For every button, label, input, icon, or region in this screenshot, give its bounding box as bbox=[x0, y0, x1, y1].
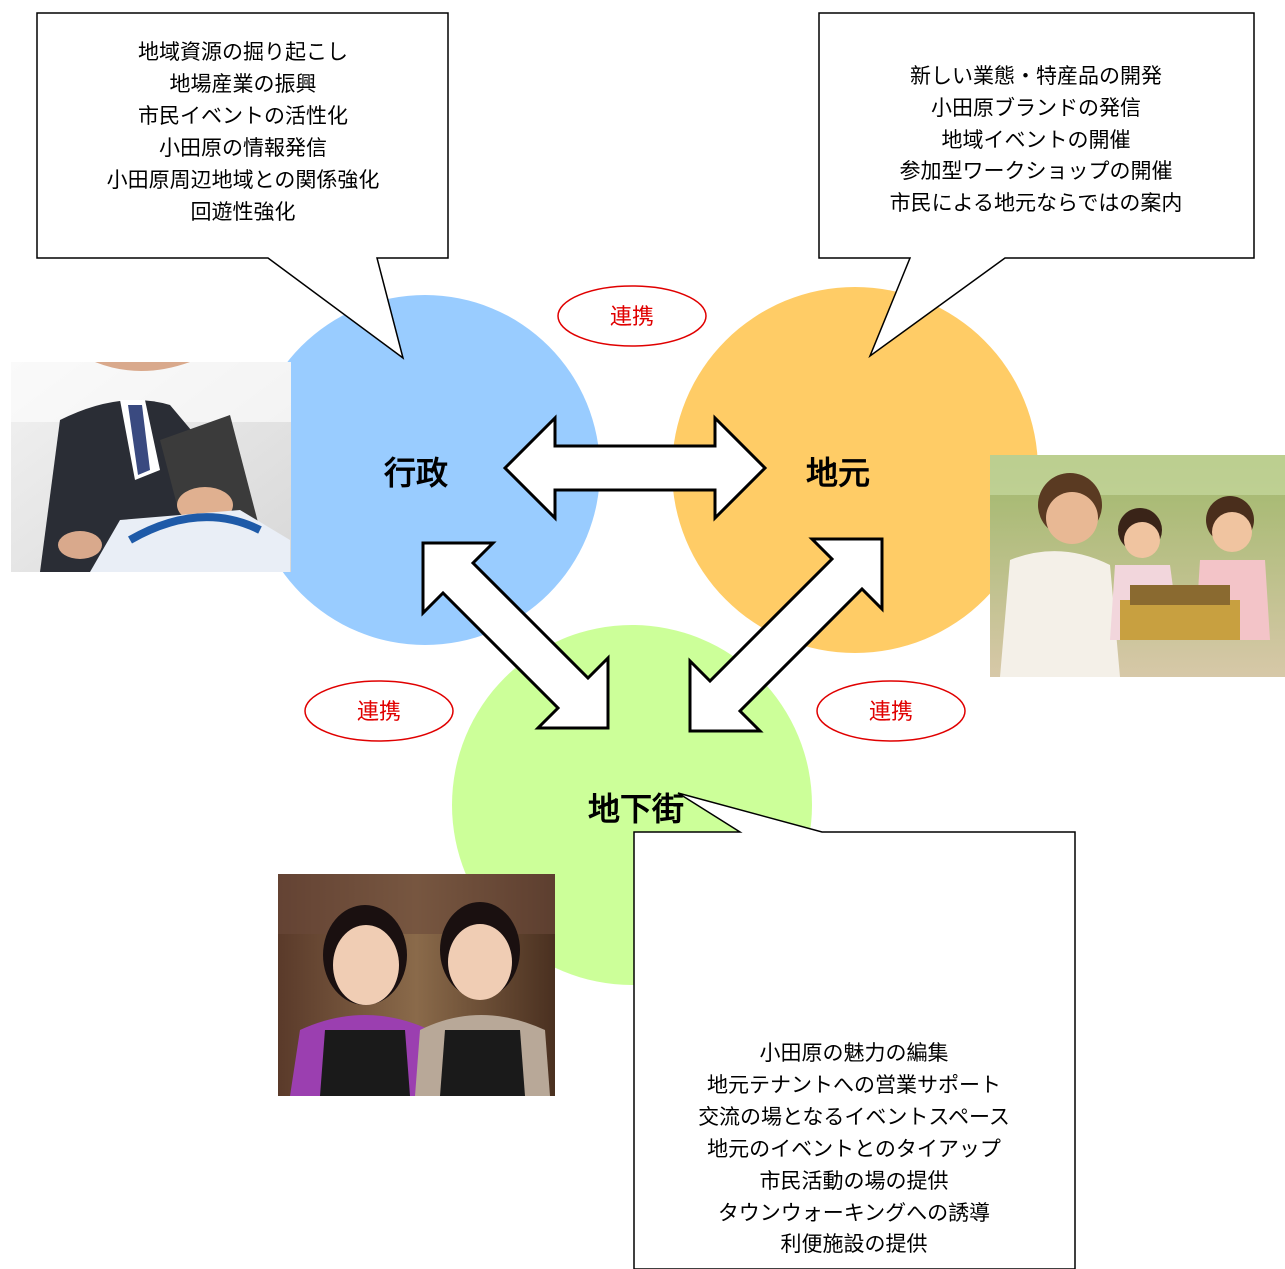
link-top: 連携 bbox=[557, 285, 707, 347]
jimoto-circle bbox=[672, 287, 1038, 653]
jimoto-callout-line: 市民による地元ならではの案内 bbox=[890, 191, 1183, 215]
gyosei-circle bbox=[250, 295, 600, 645]
chikagai-label: 地下街 bbox=[588, 790, 684, 828]
jimoto-label: 地元 bbox=[806, 454, 870, 492]
arrow-gyosei-chikagai bbox=[421, 541, 610, 730]
jimoto-callout-line: 小田原ブランドの発信 bbox=[931, 96, 1141, 120]
chikagai-callout-line: 地元のイベントとのタイアップ bbox=[707, 1137, 1001, 1161]
gyosei-callout-line: 小田原周辺地域との関係強化 bbox=[107, 168, 380, 192]
link-right-label: 連携 bbox=[869, 700, 913, 725]
arrow-jimoto-chikagai bbox=[688, 537, 884, 733]
gyosei-callout-line: 回遊性強化 bbox=[191, 200, 296, 224]
arrow-gyosei-jimoto bbox=[502, 414, 768, 522]
businessman-photo bbox=[11, 362, 291, 572]
chikagai-callout-box bbox=[633, 792, 1076, 1269]
gyosei-callout-box bbox=[36, 12, 449, 360]
family-photo bbox=[990, 455, 1285, 677]
jimoto-callout-text: 新しい業態・特産品の開発 小田原ブランドの発信 地域イベントの開催 参加型ワーク… bbox=[890, 64, 1183, 215]
chikagai-callout-line: 交流の場となるイベントスペース bbox=[698, 1105, 1010, 1129]
jimoto-callout-line: 参加型ワークショップの開催 bbox=[900, 159, 1173, 183]
gyosei-callout-line: 地場産業の振興 bbox=[170, 72, 317, 96]
link-top-label: 連携 bbox=[610, 305, 654, 330]
chikagai-callout-line: 小田原の魅力の編集 bbox=[760, 1041, 949, 1065]
jimoto-callout-line: 地域イベントの開催 bbox=[942, 128, 1131, 152]
gyosei-callout-line: 地域資源の掘り起こし bbox=[138, 40, 348, 64]
chikagai-callout-line: 地元テナントへの営業サポート bbox=[707, 1073, 1001, 1097]
jimoto-callout-line: 新しい業態・特産品の開発 bbox=[910, 64, 1162, 88]
link-right: 連携 bbox=[816, 680, 966, 742]
chikagai-callout-line: 利便施設の提供 bbox=[781, 1232, 928, 1256]
chikagai-callout-line: タウンウォーキングへの誘導 bbox=[718, 1201, 990, 1225]
shop-staff-photo bbox=[278, 874, 555, 1096]
chikagai-callout-line: 市民活動の場の提供 bbox=[760, 1169, 949, 1193]
gyosei-callout-line: 市民イベントの活性化 bbox=[138, 104, 348, 128]
gyosei-callout-text: 地域資源の掘り起こし 地場産業の振興 市民イベントの活性化 小田原の情報発信 小… bbox=[107, 40, 380, 224]
gyosei-callout-line: 小田原の情報発信 bbox=[159, 136, 327, 160]
link-left-label: 連携 bbox=[357, 700, 401, 725]
link-left: 連携 bbox=[304, 680, 454, 742]
jimoto-callout-box bbox=[818, 12, 1255, 359]
gyosei-label: 行政 bbox=[384, 454, 448, 492]
chikagai-callout-text: 小田原の魅力の編集 地元テナントへの営業サポート 交流の場となるイベントスペース… bbox=[698, 1041, 1010, 1256]
